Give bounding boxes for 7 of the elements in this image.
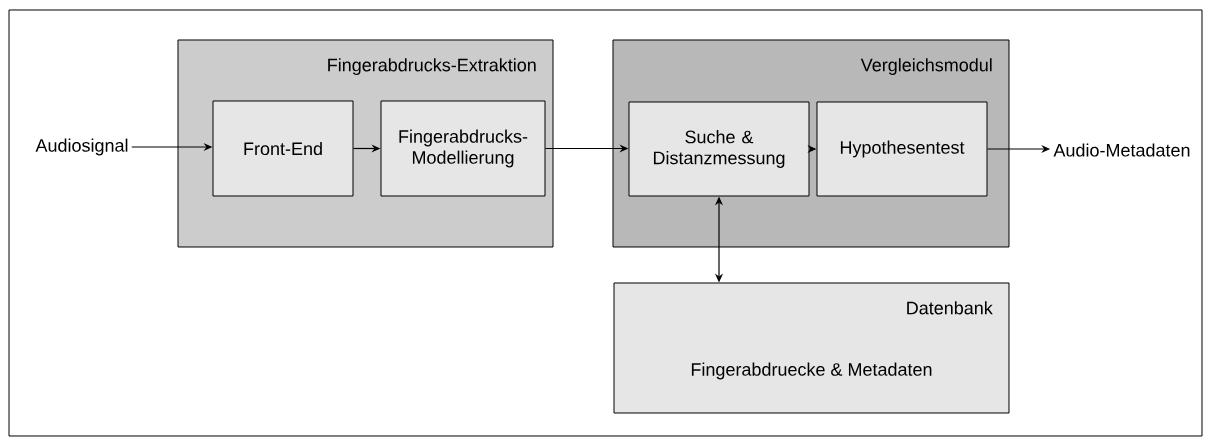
signal-label: Audiosignal xyxy=(35,138,128,156)
database-box: Datenbank Fingerabdruecke & Metadaten xyxy=(613,282,1010,414)
process-box: Fingerabdrucks- Modellierung xyxy=(380,100,546,197)
signal-label: Audio-Metadaten xyxy=(1053,143,1190,157)
process-box: Suche & Distanzmessung xyxy=(628,101,810,197)
process-box: Hypothesentest xyxy=(816,101,988,197)
process-box: Front-End xyxy=(212,100,354,197)
